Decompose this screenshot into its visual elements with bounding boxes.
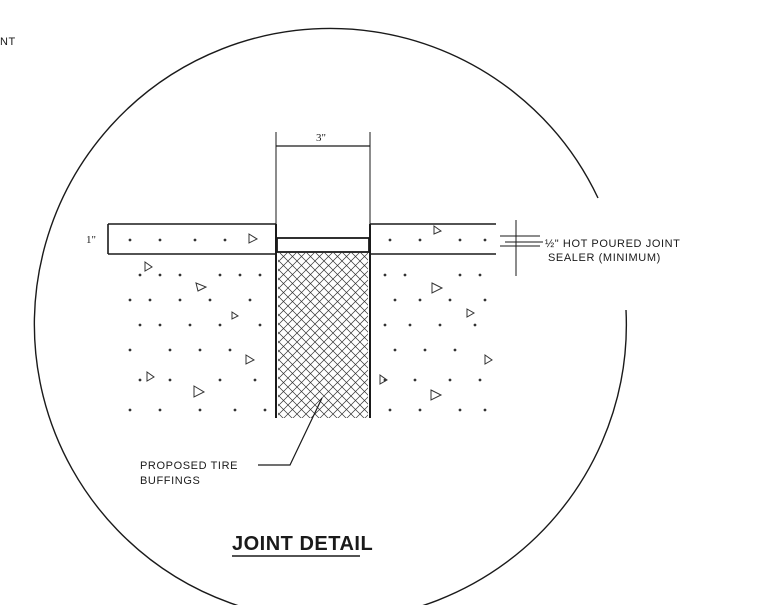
aggregate-right bbox=[383, 238, 487, 412]
corner-label: NT bbox=[0, 36, 16, 48]
detail-circle bbox=[33, 27, 628, 605]
sealer-callout-line1: ½" HOT POURED JOINT bbox=[545, 238, 681, 250]
sealer-callout-line2: SEALER (MINIMUM) bbox=[548, 252, 661, 264]
joint-width-dimension: 3" bbox=[275, 132, 371, 224]
sealer-dimension bbox=[500, 220, 540, 276]
buffings-callout-line1: PROPOSED TIRE bbox=[140, 460, 238, 472]
buffings-leader bbox=[258, 397, 323, 466]
left-slab bbox=[107, 223, 277, 418]
joint-fill bbox=[276, 237, 370, 418]
joint-width-label: 3" bbox=[316, 132, 326, 144]
aggregate-triangles bbox=[144, 225, 493, 401]
aggregate-left bbox=[128, 238, 267, 412]
buffings-callout-line2: BUFFINGS bbox=[140, 475, 200, 487]
detail-title: JOINT DETAIL bbox=[232, 533, 373, 555]
slab-thickness-label: 1" bbox=[86, 234, 96, 246]
right-slab bbox=[369, 223, 496, 418]
